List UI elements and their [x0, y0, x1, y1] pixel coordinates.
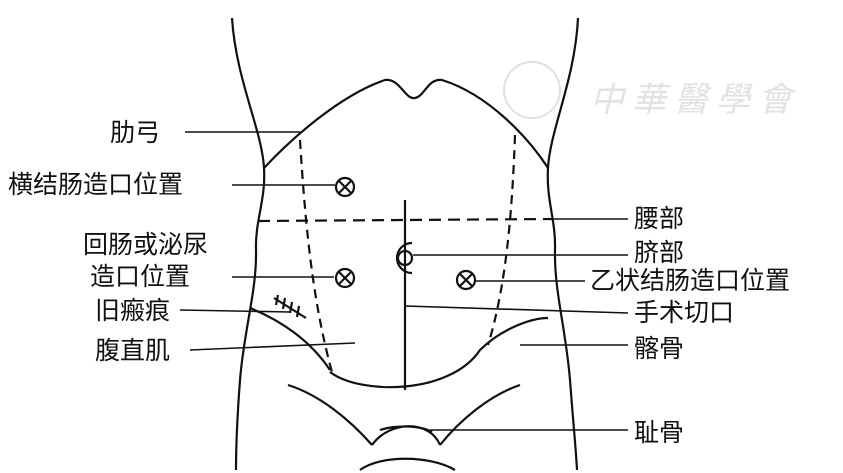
label-costal-arch: 肋弓: [110, 118, 161, 147]
left-groin-line: [249, 306, 331, 371]
waist-dashed-line: [257, 217, 554, 223]
lower-belly-curve: [329, 316, 549, 389]
left-body-outline: [230, 17, 266, 471]
left-rectus-edge: [298, 139, 334, 373]
costal-arch-line: [263, 78, 549, 169]
label-old-scar: 旧瘢痕: [95, 296, 171, 325]
left-thigh-line: [287, 383, 373, 446]
label-ilium: 髂骨: [634, 334, 685, 363]
stoma-marker-transverse: [334, 176, 356, 198]
label-rectus-abdominis: 腹直肌: [95, 336, 171, 365]
watermark-seal: [503, 61, 561, 119]
label-pubis: 耻骨: [634, 418, 685, 447]
label-waist: 腰部: [634, 204, 685, 233]
right-thigh-line: [439, 383, 521, 446]
label-ileostomy-line2: 造口位置: [90, 262, 191, 291]
old-scar-marks: [273, 294, 307, 319]
pubic-curve: [359, 425, 456, 471]
right-rectus-edge: [486, 134, 517, 346]
label-umbilicus: 脐部: [634, 238, 685, 267]
label-ileostomy-line1: 回肠或泌尿: [83, 230, 209, 259]
stoma-marker-ileostomy: [334, 267, 356, 289]
label-incision: 手术切口: [634, 298, 735, 327]
label-transverse-colostomy: 横结肠造口位置: [8, 170, 184, 199]
right-body-outline: [546, 17, 580, 471]
stoma-marker-sigmoid: [455, 269, 477, 291]
watermark: 中華醫學會: [590, 80, 800, 120]
label-sigmoid-colostomy: 乙状结肠造口位置: [590, 266, 791, 295]
